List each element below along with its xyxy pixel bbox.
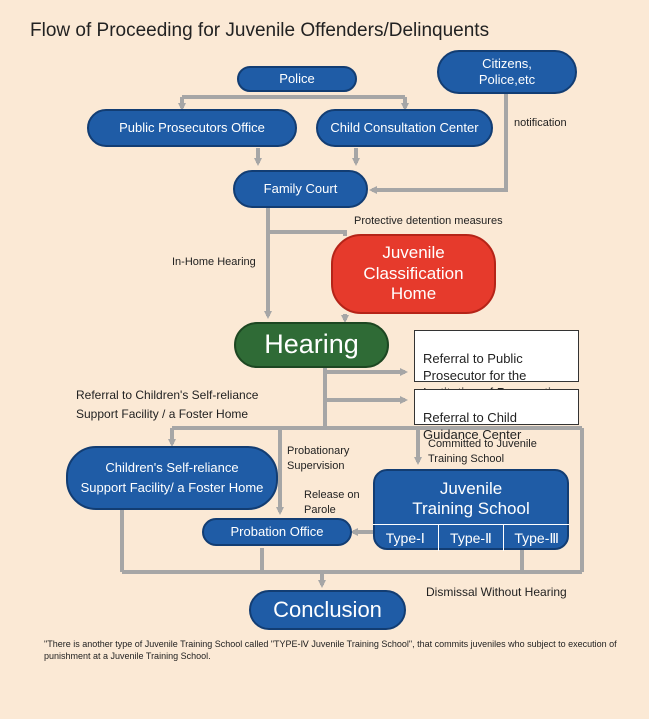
node-prosecutors-office: Public Prosecutors Office — [87, 109, 297, 147]
node-prosecutors-label: Public Prosecutors Office — [119, 119, 265, 135]
node-police-label: Police — [279, 70, 315, 86]
node-self-reliance: Children's Self-reliance Support Facilit… — [66, 446, 278, 510]
node-family-court-label: Family Court — [263, 180, 338, 196]
node-training-school: Juvenile Training School — [373, 469, 569, 550]
label-notification: notification — [514, 117, 567, 129]
node-citizens: Citizens, Police,etc — [437, 50, 577, 94]
node-child-consultation: Child Consultation Center — [316, 109, 493, 147]
node-probation-office: Probation Office — [202, 518, 352, 546]
type-1: Type-Ⅰ — [373, 525, 439, 551]
label-committed: Committed to Juvenile Training School — [428, 438, 537, 465]
label-dismissal: Dismissal Without Hearing — [426, 585, 567, 599]
type-2: Type-Ⅱ — [439, 525, 505, 551]
node-probation-office-label: Probation Office — [230, 523, 324, 539]
label-referral-children: Referral to Children's Self-reliance Sup… — [76, 388, 259, 422]
node-family-court: Family Court — [233, 170, 368, 208]
label-in-home-hearing: In-Home Hearing — [172, 256, 256, 268]
node-training-school-label: Juvenile Training School — [412, 479, 530, 519]
node-hearing: Hearing — [234, 322, 389, 368]
connector-court-classification — [268, 230, 347, 236]
box-referral-guidance: Referral to Child Guidance Center — [414, 389, 579, 442]
node-child-consultation-label: Child Consultation Center — [330, 119, 479, 135]
node-police: Police — [237, 66, 357, 92]
node-hearing-label: Hearing — [264, 329, 359, 360]
node-classification-label: Juvenile Classification Home — [363, 243, 464, 304]
label-probationary: Probationary Supervision — [287, 445, 350, 472]
label-protective-detention: Protective detention measures — [354, 215, 503, 227]
box-referral-prosecutor: Referral to Public Prosecutor for the In… — [414, 330, 579, 400]
label-release-parole: Release on Parole — [304, 489, 360, 516]
node-conclusion-label: Conclusion — [273, 597, 382, 623]
training-school-types: Type-Ⅰ Type-Ⅱ Type-Ⅲ — [373, 524, 569, 551]
box-referral-guidance-label: Referral to Child Guidance Center — [423, 409, 522, 442]
node-citizens-label: Citizens, Police,etc — [478, 55, 536, 87]
node-self-reliance-label: Children's Self-reliance Support Facilit… — [80, 459, 264, 495]
node-classification-home: Juvenile Classification Home — [331, 234, 496, 314]
node-conclusion: Conclusion — [249, 590, 406, 630]
arrow-notification — [369, 92, 508, 194]
page-title: Flow of Proceeding for Juvenile Offender… — [30, 20, 490, 41]
footnote: "There is another type of Juvenile Train… — [44, 639, 617, 662]
type-3: Type-Ⅲ — [514, 529, 560, 546]
